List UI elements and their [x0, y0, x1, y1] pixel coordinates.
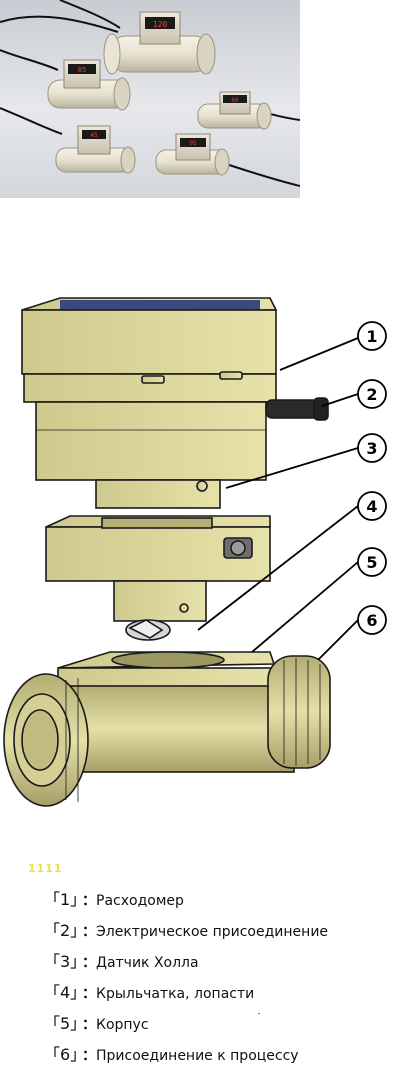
speck-mark: [258, 1013, 260, 1014]
part-process-connection: [3, 655, 331, 807]
callout-marker-6: [357, 605, 387, 635]
sensor-large: 120: [103, 11, 216, 75]
display-reading-3: 60: [231, 97, 239, 104]
legend-row: 「1」 ： Расходомер: [44, 886, 384, 917]
callout-label-6: 6: [366, 611, 377, 630]
legend-number: 「3」: [44, 952, 87, 971]
legend-number: 「6」: [44, 1045, 87, 1064]
callout-marker-2: [357, 379, 387, 409]
part-body: [53, 651, 295, 773]
callout-label-5: 5: [366, 553, 377, 572]
part-flowmeter-head: [21, 297, 278, 481]
exploded-view-svg: 1 2 3 4 5 6: [3, 297, 387, 807]
legend-label: Крыльчатка, лопасти: [96, 986, 255, 1002]
display-reading-1: 120: [153, 20, 168, 29]
legend-label: Корпус: [96, 1017, 149, 1033]
legend-number: 「2」: [44, 921, 87, 940]
callout-marker-3: [357, 433, 387, 463]
legend-separator: ：: [82, 1017, 96, 1033]
legend-label: Электрическое присоединение: [96, 924, 329, 940]
flow-sensors-photo: 120 85 60 45: [0, 0, 300, 187]
legend-separator: ：: [82, 986, 96, 1002]
display-reading-4: 45: [90, 132, 98, 139]
callout-label-4: 4: [366, 497, 377, 516]
legend-separator: ：: [82, 1048, 96, 1064]
legend-number: 「5」: [44, 1014, 87, 1033]
parts-legend: 「1」 ： Расходомер 「2」 ： Электрическое при…: [44, 886, 384, 1072]
callout-markers: [357, 321, 387, 635]
legend-label: Присоединение к процессу: [96, 1048, 299, 1064]
legend-row: 「6」 ： Присоединение к процессу: [44, 1041, 384, 1072]
callout-label-3: 3: [366, 439, 377, 458]
legend-row: 「5」 ： Корпус: [44, 1010, 384, 1041]
legend-row: 「2」 ： Электрическое присоединение: [44, 917, 384, 948]
part-hall-sensor: [95, 479, 221, 509]
callout-leaders: [197, 337, 359, 661]
sensor-bottom-right: 95: [155, 133, 230, 176]
legend-label: Датчик Холла: [96, 955, 199, 971]
legend-number: 「1」: [44, 890, 87, 909]
callout-marker-1: [357, 321, 387, 351]
legend-label: Расходомер: [96, 893, 184, 909]
display-reading-2: 85: [78, 66, 86, 74]
legend-separator: ：: [82, 955, 96, 971]
callout-marker-4: [357, 491, 387, 521]
product-photo: 120 85 60 45: [0, 0, 300, 198]
callout-label-1: 1: [366, 327, 377, 346]
part-electrical-connection: [265, 397, 329, 421]
exploded-view-diagram: 1 2 3 4 5 6: [0, 280, 400, 820]
sensor-left: 85: [47, 59, 131, 111]
legend-separator: ：: [82, 924, 96, 940]
legend-row: 「3」 ： Датчик Холла: [44, 948, 384, 979]
callout-label-2: 2: [366, 385, 377, 404]
display-reading-5: 95: [189, 140, 197, 147]
legend-row: 「4」 ： Крыльчатка, лопасти: [44, 979, 384, 1010]
sensor-bottom-left: 45: [55, 125, 136, 174]
callout-marker-5: [357, 547, 387, 577]
part-mount-bracket: [45, 515, 271, 582]
part-impeller: [113, 580, 207, 641]
sensor-right: 60: [197, 91, 272, 130]
legend-faint-text: 1111: [28, 862, 63, 875]
legend-number: 「4」: [44, 983, 87, 1002]
legend-separator: ：: [82, 893, 96, 909]
